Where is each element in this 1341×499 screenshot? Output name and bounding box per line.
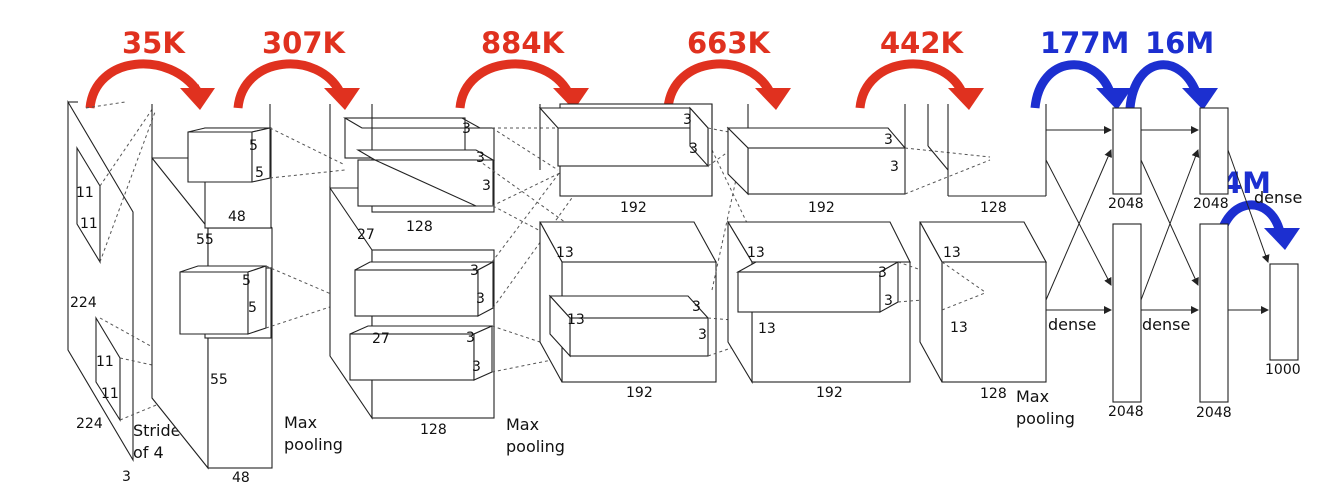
input-volume: 11 11 11 11 224 224 3 Stride of 4 [67,99,213,485]
stride-label-line1: Stride [133,421,180,440]
fc6-bottom-block [1112,223,1142,403]
layer5-volume: 13 13 128 128 Max pooling [919,104,1075,428]
param-count-conv2: 307K [262,26,347,60]
layer2-inner-size-label: 27 [372,331,390,347]
layer2-kernel-b3: 3 [466,330,475,346]
layer2-pool-line1: Max [506,415,539,434]
layer5-pool-line2: pooling [1016,409,1075,428]
param-arrow-conv2 [233,59,360,110]
layer4-size-a: 13 [747,245,765,261]
param-arrows: 35K 307K 884K 663K 442K 177M 16M 4M [85,26,1300,251]
input-kernel-label-b: 11 [80,216,98,232]
dense-label-1: dense [1048,315,1096,334]
layer4-kernel-t1: 3 [884,132,893,148]
fc6-top-block [1112,107,1142,195]
layer4-depth-bottom: 192 [816,385,843,401]
layer2-kernel-t1: 3 [462,121,471,137]
layer3-depth-bottom: 192 [626,385,653,401]
layer1-kernel-top-a: 5 [249,138,258,154]
layer2-kernel-b4: 3 [472,359,481,375]
layer3-kernel-b2: 3 [698,327,707,343]
fc7-top-block [1199,107,1229,195]
layer3-kernel-b1: 3 [692,299,701,315]
param-arrow-fc8 [1213,200,1300,251]
stride-label-line2: of 4 [133,443,164,462]
param-arrow-conv4 [663,59,791,110]
param-count-fc6: 177M [1040,26,1129,60]
fc8-output-block [1269,263,1299,361]
layer2-depth-top-label: 128 [406,219,433,235]
layer1-pool-line2: pooling [284,435,343,454]
layer5-depth-bottom: 128 [980,386,1007,402]
fc7-top-label: 2048 [1193,196,1229,212]
layer1-volume: 5 5 5 5 48 55 55 48 Max pooling [151,127,346,486]
layer2-volume: 3 3 3 3 3 3 3 27 27 128 128 Max pooling [329,117,661,456]
param-count-conv1: 35K [122,26,186,60]
layer-top-edges [151,104,906,197]
layer5-size-a: 13 [943,245,961,261]
layer3-size-a: 13 [556,245,574,261]
input-kernel-label-a: 11 [76,185,94,201]
layer2-kernel-t3: 3 [482,178,491,194]
layer1-kernel-bot-a: 5 [242,273,251,289]
layer1-kernel-top-b: 5 [255,165,264,181]
layer2-kernel-b1: 3 [470,263,479,279]
fc7-bottom-label: 2048 [1196,405,1232,421]
fc-layers: 2048 2048 2048 2048 1000 dense dense den… [1045,107,1302,421]
input-height-label: 224 [70,295,97,311]
layer1-depth-label: 48 [228,209,246,225]
param-arrow-fc6 [1030,60,1132,110]
param-count-conv4: 663K [687,26,772,60]
param-count-conv5: 442K [880,26,965,60]
layer2-kernel-b2: 3 [476,291,485,307]
layer4-kernel-t2: 3 [890,159,899,175]
layer5-pool-line1: Max [1016,387,1049,406]
layer3-depth-top: 192 [620,200,647,216]
layer4-kernel-b1: 3 [878,265,887,281]
param-count-fc8: 4M [1222,166,1271,200]
input-channels-label: 3 [122,469,131,485]
param-count-fc7: 16M [1145,26,1214,60]
layer5-depth-top: 128 [980,200,1007,216]
fc6-bottom-label: 2048 [1108,404,1144,420]
param-count-conv3: 884K [481,26,566,60]
layer3-volume: 3 3 3 3 13 13 192 192 [538,103,796,401]
layer2-size-label: 27 [357,227,375,243]
dense-label-2: dense [1142,315,1190,334]
layer2-depth-bottom-label: 128 [420,422,447,438]
layer1-inner-size-label: 55 [210,372,228,388]
fc8-output-label: 1000 [1265,362,1301,378]
layer1-pool-line1: Max [284,413,317,432]
layer1-kernel-bot-b: 5 [248,300,257,316]
layer3-kernel-t2: 3 [689,141,698,157]
layer4-kernel-b2: 3 [884,293,893,309]
layer1-size-label: 55 [196,232,214,248]
param-arrow-fc7 [1125,60,1218,110]
dense-label-3: dense [1254,188,1302,207]
input-kernel-label-d: 11 [101,386,119,402]
layer4-depth-top: 192 [808,200,835,216]
param-arrow-conv3 [455,59,589,110]
input-kernel-label-c: 11 [96,354,114,370]
input-width-label: 224 [76,416,103,432]
param-arrow-conv1 [85,59,215,110]
layer4-volume: 3 3 3 3 13 13 192 192 [726,104,991,401]
layer1-depth-bottom-label: 48 [232,470,250,486]
layer3-size-b: 13 [567,312,585,328]
param-arrow-conv5 [855,59,984,110]
layer4-size-b: 13 [758,321,776,337]
fc7-bottom-block [1199,223,1229,403]
fc6-top-label: 2048 [1108,196,1144,212]
layer2-kernel-t2: 3 [476,150,485,166]
layer2-pool-line2: pooling [506,437,565,456]
layer3-kernel-t1: 3 [683,112,692,128]
layer5-size-b: 13 [950,320,968,336]
